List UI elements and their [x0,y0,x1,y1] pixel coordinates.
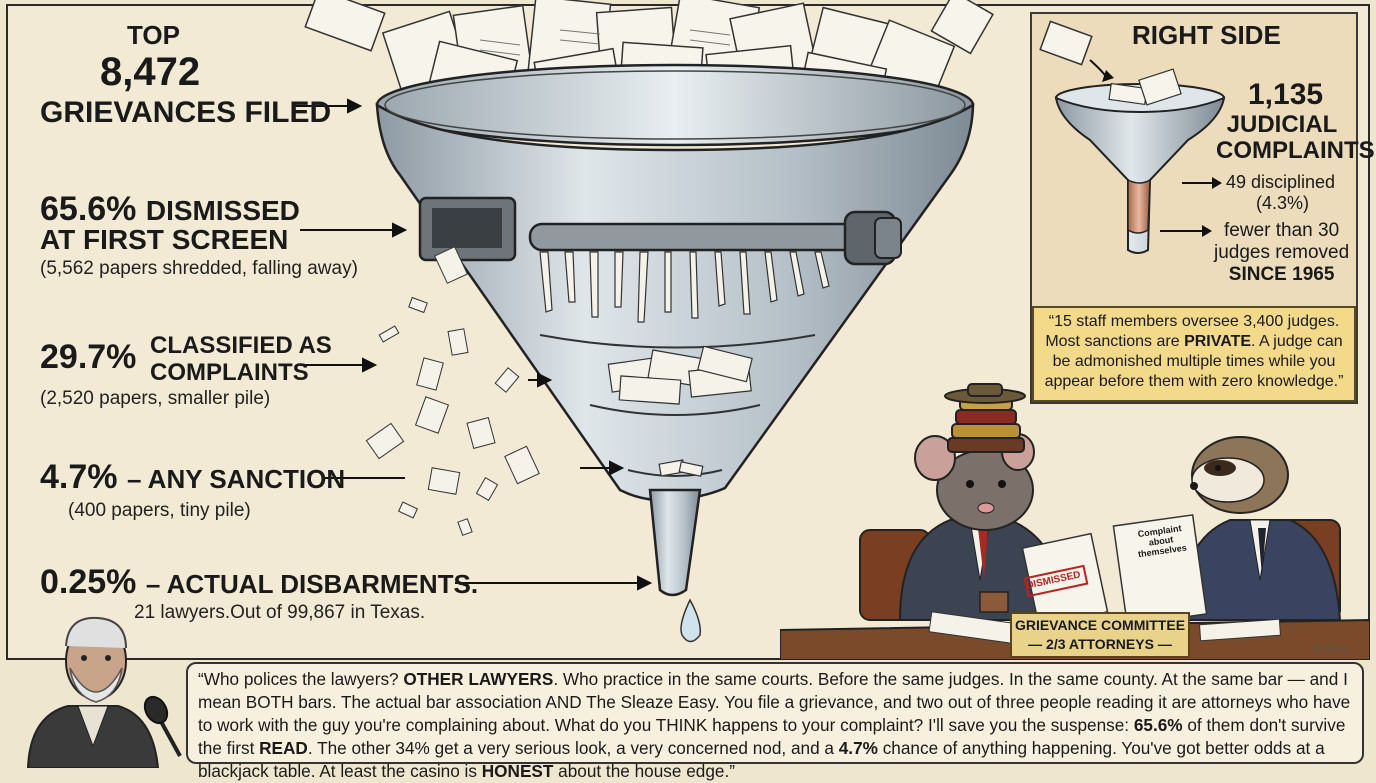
sign-line-2: — 2/3 ATTORNEYS — [1028,636,1172,652]
judges-quote-pre: “15 staff members oversee 3,400 judges. … [1045,313,1340,350]
removed-line-1: fewer than 30 [1224,220,1340,241]
grievance-committee-sign: GRIEVANCE COMMITTEE — 2/3 ATTORNEYS — [1010,612,1190,658]
quote-part-1: “Who polices the lawyers? [198,669,404,689]
quote-bold-3: READ [259,738,308,758]
disciplined-text: 49 disciplined (4.3%) [1226,172,1335,214]
dismissed-label: DISMISSED [145,195,300,226]
judicial-number: 1,135 [1248,78,1324,111]
quote-part-2: . Who practice in the same courts. Befor… [198,669,1351,735]
removed-text: fewer than 30 judges removed SINCE 1965 [1214,220,1349,286]
quote-part-4: . The other 34% get a very serious look,… [307,738,839,758]
right-side-title: RIGHT SIDE [1132,20,1281,50]
committee-scene [780,383,1370,660]
judges-quote-bold: PRIVATE [1184,333,1252,350]
quote-part-3: of them don't survive the first [198,715,1346,758]
top-label: TOP [127,20,180,50]
narrator-portrait [26,616,182,768]
disciplined-line-1: 49 disciplined [1226,172,1336,192]
quote-bold-1: OTHER LAWYERS [403,669,554,689]
judicial-label: JUDICIAL COMPLAINTS [1216,111,1375,164]
falling-shreds [365,246,540,536]
funnel-rim [375,63,975,147]
disbar-line: 0.25% – ACTUAL DISBARMENTS. [40,563,478,602]
quote-bold-2: 65.6% [1133,715,1183,735]
funnel-body [375,102,975,502]
water-drop [680,598,702,643]
shredder [418,196,902,266]
disbar-pct: 0.25% [40,563,137,601]
removed-line-3: SINCE 1965 [1228,264,1335,285]
sanction-pct: 4.7% [40,458,118,496]
judges-quote-post: . A judge can be admonished multiple tim… [1044,333,1344,390]
disbar-sub: 21 lawyers.Out of 99,867 in Texas. [134,602,426,623]
complaints-label-1: CLASSIFIED AS [150,332,332,359]
funnel-spout [648,488,702,597]
complaints-label: CLASSIFIED AS COMPLAINTS [150,332,332,386]
complaints-pct: 29.7% [40,338,137,376]
removed-arrow [1160,225,1212,237]
grievances-label: GRIEVANCES FILED [40,96,332,129]
sanction-sub: (400 papers, tiny pile) [68,500,251,521]
judges-quote-box: “15 staff members oversee 3,400 judges. … [1032,306,1356,402]
disbar-label: – ACTUAL DISBARMENTS. [145,569,479,599]
hat-stack [944,383,1026,453]
dismissed-sub: (5,562 papers shredded, falling away) [40,258,358,279]
quote-bold-5: HONEST [481,761,554,781]
grievances-number: 8,472 [100,50,201,94]
dismissed-label-2: AT FIRST SCREEN [40,224,289,255]
dismissed-line: 65.6% DISMISSED [40,190,300,229]
quote-part-6: about the house edge.” [553,761,735,781]
narrator-speech-bubble: “Who polices the lawyers? OTHER LAWYERS.… [186,662,1364,781]
sanction-label: – ANY SANCTION [126,464,346,494]
sanction-line: 4.7% – ANY SANCTION [40,458,345,497]
sign-line-1: GRIEVANCE COMMITTEE [1014,617,1186,633]
judicial-label-1: JUDICIAL [1226,111,1338,138]
dismissed-pct: 65.6% [40,190,137,228]
complaints-sub: (2,520 papers, smaller pile) [40,388,271,409]
disciplined-line-2: (4.3%) [1256,193,1310,213]
small-funnel [1039,20,1226,254]
complaints-label-2: COMPLAINTS [150,359,309,386]
watermark: G-0220 [1314,644,1348,655]
judicial-label-2: COMPLAINTS [1216,137,1375,164]
removed-line-2: judges removed [1214,242,1350,263]
disciplined-arrow [1182,177,1222,189]
quote-bold-4: 4.7% [838,738,878,758]
